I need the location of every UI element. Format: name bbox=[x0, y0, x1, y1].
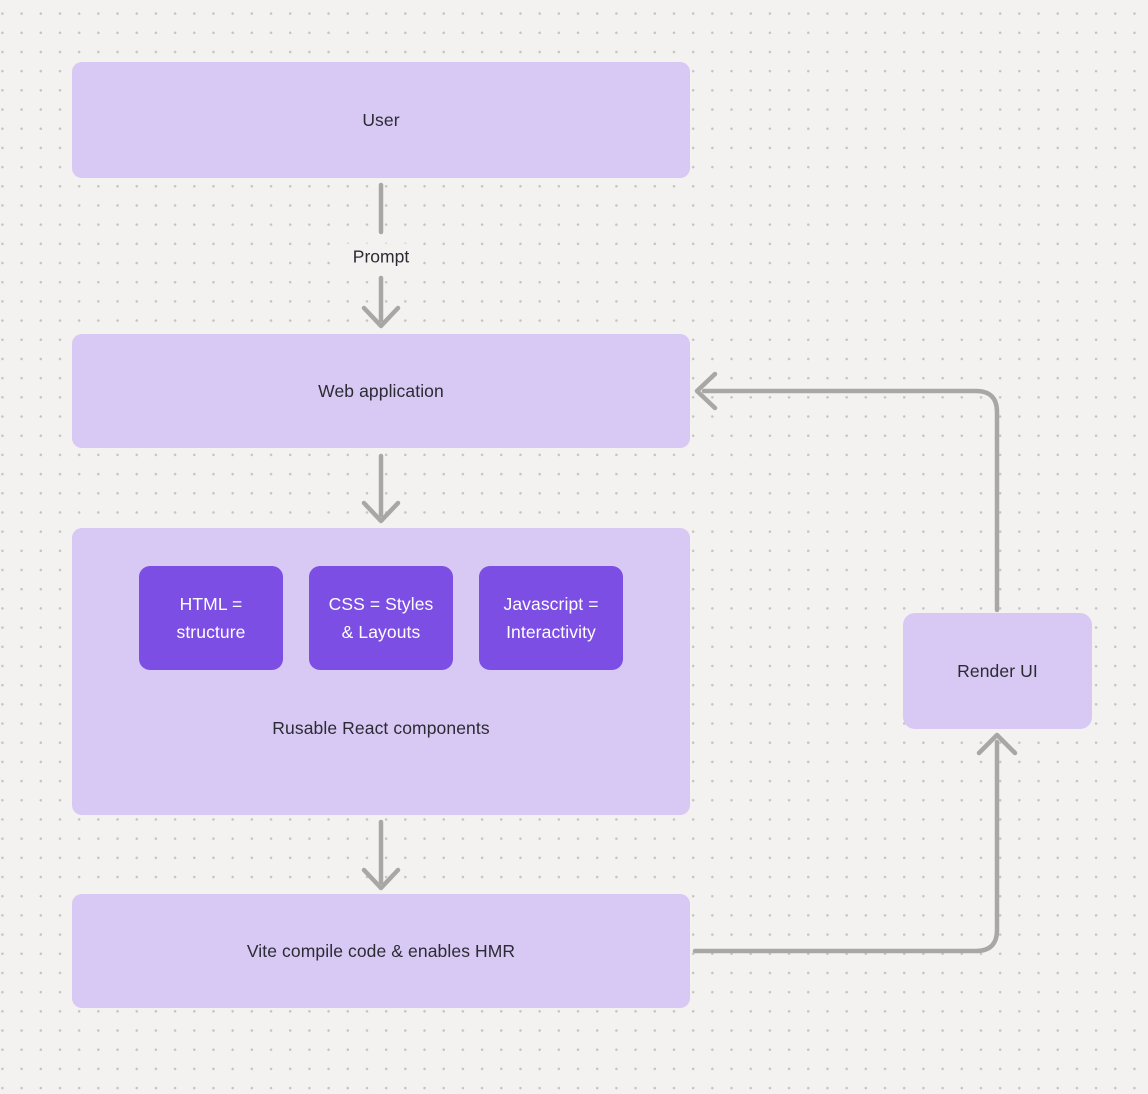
edge-webapp-to-components-arrowhead-icon bbox=[361, 500, 401, 524]
node-vite-label: Vite compile code & enables HMR bbox=[246, 940, 516, 961]
node-javascript[interactable]: Javascript = Interactivity bbox=[479, 566, 623, 670]
edge-components-to-vite-arrowhead-icon bbox=[361, 867, 401, 891]
edge-vite-to-renderui-line[interactable] bbox=[692, 739, 1000, 954]
edge-renderui-to-webapp[interactable] bbox=[694, 371, 1000, 613]
node-render-ui[interactable]: Render UI bbox=[903, 613, 1092, 729]
node-user[interactable]: User bbox=[72, 62, 690, 178]
node-css-label: CSS = Styles & Layouts bbox=[328, 594, 434, 642]
node-web-application[interactable]: Web application bbox=[72, 334, 690, 448]
node-vite[interactable]: Vite compile code & enables HMR bbox=[72, 894, 690, 1008]
node-user-label: User bbox=[362, 109, 400, 130]
edge-components-to-vite[interactable] bbox=[361, 819, 401, 891]
node-web-application-label: Web application bbox=[318, 380, 444, 401]
edge-label-prompt[interactable]: Prompt bbox=[343, 243, 419, 271]
edge-user-to-webapp-arrowhead-icon bbox=[361, 305, 401, 329]
components-caption: Rusable React components bbox=[272, 718, 490, 738]
edge-webapp-to-components[interactable] bbox=[361, 453, 401, 524]
node-html-label: HTML = structure bbox=[176, 594, 246, 642]
node-html[interactable]: HTML = structure bbox=[139, 566, 283, 670]
edge-user-to-webapp[interactable] bbox=[361, 182, 401, 329]
node-css[interactable]: CSS = Styles & Layouts bbox=[309, 566, 453, 670]
node-components-container[interactable]: HTML = structure CSS = Styles & Layouts … bbox=[72, 528, 690, 815]
node-render-ui-label: Render UI bbox=[957, 660, 1038, 681]
edge-vite-to-renderui[interactable] bbox=[692, 732, 1018, 954]
edge-vite-to-renderui-arrowhead-icon bbox=[976, 732, 1018, 756]
components-row: HTML = structure CSS = Styles & Layouts … bbox=[72, 566, 690, 670]
edge-renderui-to-webapp-arrowhead-icon bbox=[694, 371, 718, 411]
node-javascript-label: Javascript = Interactivity bbox=[503, 594, 599, 642]
edge-renderui-to-webapp-line[interactable] bbox=[701, 388, 1000, 613]
